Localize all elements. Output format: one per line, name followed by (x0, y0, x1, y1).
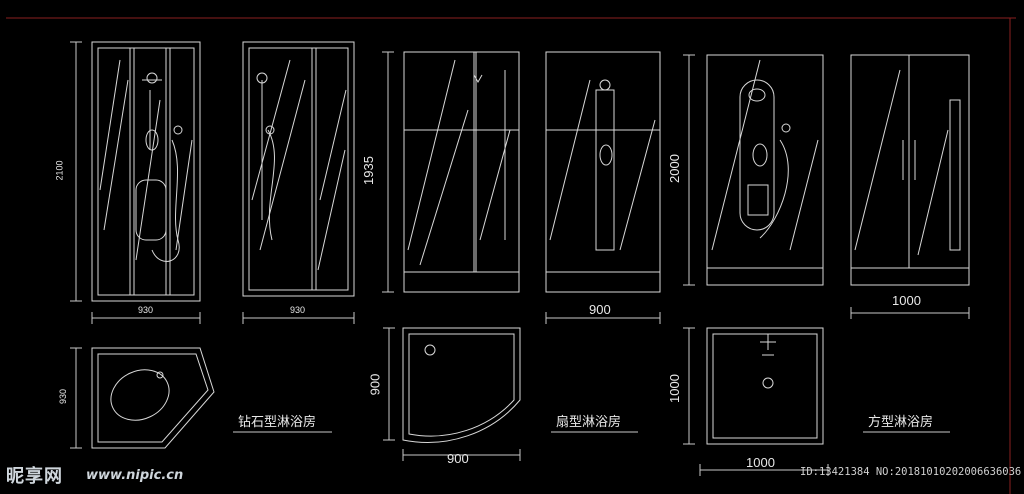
dim-fan-plan-width (402, 449, 521, 461)
dim-diamond-width (91, 312, 201, 324)
elevation-square-shower-panel (706, 54, 824, 286)
watermark-brand: 昵享网 (6, 466, 63, 487)
dim-square-plan-depth (683, 327, 695, 445)
dim-pivot-width (242, 312, 355, 324)
label-diamond-plan-depth: 930 (58, 388, 69, 405)
label-diamond-width: 930 (138, 305, 154, 315)
label-square-plan-depth: 1000 (666, 374, 682, 403)
caption-square: 方型淋浴房 (868, 415, 934, 430)
label-fan-width: 900 (589, 302, 611, 317)
elevation-fan-shower-side (403, 51, 520, 293)
sheet-frame (6, 17, 1016, 494)
elevation-pivot-shower (242, 41, 355, 297)
dim-square-width (850, 307, 970, 319)
label-fan-height: 1935 (360, 156, 376, 185)
dim-fan-height (382, 51, 394, 293)
watermark-id: ID:13421384 NO:20181010202006636036 (800, 466, 1022, 478)
label-fan-plan-width: 900 (447, 451, 469, 466)
watermark-url: www.nipic.cn (86, 468, 184, 483)
dim-square-plan-width (699, 464, 829, 476)
caption-diamond: 钻石型淋浴房 (238, 415, 317, 430)
dim-diamond-height (70, 41, 82, 302)
elevation-square-shower-front (850, 54, 970, 286)
label-square-plan-width: 1000 (746, 455, 775, 470)
label-square-width: 1000 (892, 293, 921, 308)
plan-diamond-tray (91, 347, 215, 449)
caption-fan: 扇型淋浴房 (556, 415, 622, 430)
label-pivot-width: 930 (290, 305, 306, 315)
plan-fan-tray (402, 327, 521, 443)
dim-fan-width (545, 312, 661, 324)
dim-fan-plan-depth (383, 327, 395, 441)
label-fan-plan-depth: 900 (367, 373, 383, 396)
plan-square-tray (706, 327, 824, 445)
elevation-diamond-shower (91, 41, 201, 302)
elevation-fan-shower-front (545, 51, 661, 293)
label-square-height: 2000 (666, 154, 682, 183)
dim-diamond-plan-depth (70, 347, 82, 449)
dim-square-height (683, 54, 695, 286)
label-diamond-height: 2100 (54, 160, 65, 181)
